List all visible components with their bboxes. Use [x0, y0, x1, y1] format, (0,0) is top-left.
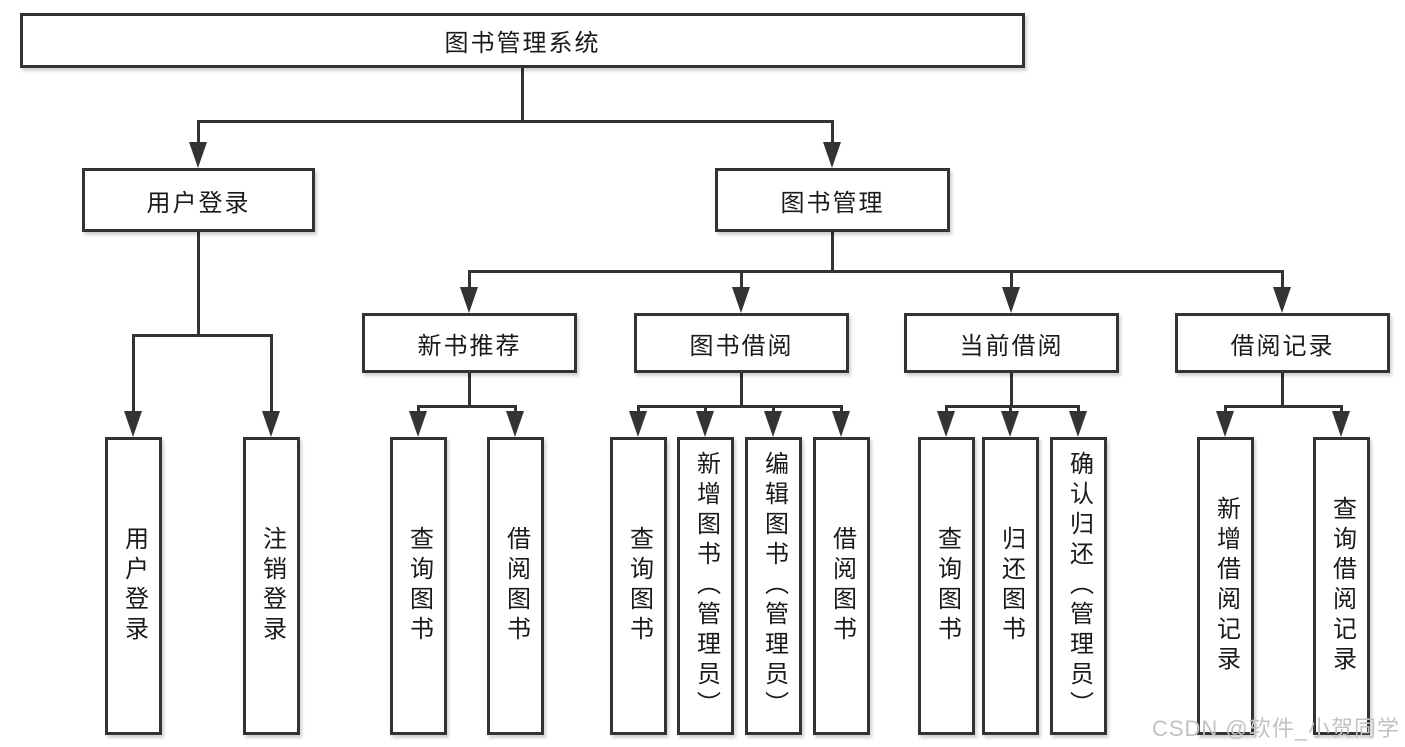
arrow-down-icon — [696, 411, 714, 437]
leaf-confirm-return-admin: 确认归还（管理员） — [1050, 437, 1107, 735]
connector-line — [132, 334, 135, 413]
leaf-return-books: 归还图书 — [982, 437, 1039, 735]
connector-line — [831, 120, 834, 145]
connector-line — [1281, 373, 1284, 405]
leaf-add-borrow-record: 新增借阅记录 — [1197, 437, 1254, 735]
arrow-down-icon — [460, 287, 478, 313]
leaf-query-books-current: 查询图书 — [918, 437, 975, 735]
arrow-down-icon — [937, 411, 955, 437]
connector-line — [514, 405, 517, 415]
leaf-add-book-admin: 新增图书（管理员） — [677, 437, 734, 735]
arrow-down-icon — [124, 411, 142, 437]
connector-line — [704, 405, 707, 415]
arrow-down-icon — [832, 411, 850, 437]
connector-line — [637, 405, 640, 415]
node-library-management-system: 图书管理系统 — [20, 13, 1025, 68]
leaf-query-books-recommend: 查询图书 — [390, 437, 447, 735]
leaf-add-borrow-record-label: 新增借阅记录 — [1212, 496, 1240, 676]
connector-line — [637, 405, 843, 408]
leaf-query-borrow-record: 查询借阅记录 — [1313, 437, 1370, 735]
arrow-down-icon — [629, 411, 647, 437]
leaf-user-login-label: 用户登录 — [120, 526, 148, 646]
node-user-login: 用户登录 — [82, 168, 315, 232]
connector-line — [772, 405, 775, 415]
arrow-down-icon — [1001, 411, 1019, 437]
leaf-borrow-books: 借阅图书 — [813, 437, 870, 735]
connector-line — [945, 405, 1080, 408]
connector-line — [270, 334, 273, 413]
node-new-book-recommend: 新书推荐 — [362, 313, 577, 373]
leaf-confirm-return-admin-label: 确认归还（管理员） — [1065, 451, 1093, 721]
connector-line — [468, 270, 471, 290]
arrow-down-icon — [1273, 287, 1291, 313]
connector-line — [1340, 405, 1343, 415]
leaf-query-borrow-record-label: 查询借阅记录 — [1328, 496, 1356, 676]
connector-line — [197, 120, 200, 145]
arrow-down-icon — [823, 142, 841, 168]
connector-line — [1010, 270, 1013, 290]
leaf-user-login: 用户登录 — [105, 437, 162, 735]
leaf-query-books-borrow: 查询图书 — [610, 437, 667, 735]
arrow-down-icon — [1069, 411, 1087, 437]
leaf-edit-book-admin-label: 编辑图书（管理员） — [760, 451, 788, 721]
leaf-add-book-admin-label: 新增图书（管理员） — [692, 451, 720, 721]
leaf-return-books-label: 归还图书 — [997, 526, 1025, 646]
leaf-edit-book-admin: 编辑图书（管理员） — [745, 437, 802, 735]
node-book-borrow: 图书借阅 — [634, 313, 849, 373]
connector-line — [417, 405, 420, 415]
leaf-borrow-books-label: 借阅图书 — [828, 526, 856, 646]
arrow-down-icon — [189, 142, 207, 168]
arrow-down-icon — [1216, 411, 1234, 437]
leaf-query-books-borrow-label: 查询图书 — [625, 526, 653, 646]
connector-line — [945, 405, 948, 415]
connector-line — [1281, 270, 1284, 290]
connector-line — [1010, 373, 1013, 405]
leaf-query-books-current-label: 查询图书 — [933, 526, 961, 646]
connector-line — [417, 405, 517, 408]
connector-line — [831, 232, 834, 270]
node-book-management: 图书管理 — [715, 168, 950, 232]
connector-line — [1224, 405, 1343, 408]
arrow-down-icon — [1002, 287, 1020, 313]
connector-line — [1009, 405, 1012, 415]
connector-line — [468, 270, 1284, 273]
arrow-down-icon — [409, 411, 427, 437]
connector-line — [740, 373, 743, 405]
arrow-down-icon — [764, 411, 782, 437]
leaf-logout-login: 注销登录 — [243, 437, 300, 735]
connector-line — [468, 373, 471, 405]
leaf-logout-login-label: 注销登录 — [258, 526, 286, 646]
watermark: CSDN @软件_小贺同学 — [1151, 716, 1400, 741]
connector-line — [132, 334, 273, 337]
leaf-borrow-books-recommend: 借阅图书 — [487, 437, 544, 735]
arrow-down-icon — [1332, 411, 1350, 437]
arrow-down-icon — [262, 411, 280, 437]
connector-line — [197, 120, 834, 123]
node-borrow-records: 借阅记录 — [1175, 313, 1390, 373]
arrow-down-icon — [506, 411, 524, 437]
leaf-query-books-recommend-label: 查询图书 — [405, 526, 433, 646]
connector-line — [197, 232, 200, 337]
connector-line — [1224, 405, 1227, 415]
connector-line — [521, 68, 524, 120]
arrow-down-icon — [732, 287, 750, 313]
connector-line — [740, 270, 743, 290]
connector-line — [1077, 405, 1080, 415]
leaf-borrow-books-recommend-label: 借阅图书 — [502, 526, 530, 646]
connector-line — [840, 405, 843, 415]
node-current-borrow: 当前借阅 — [904, 313, 1119, 373]
